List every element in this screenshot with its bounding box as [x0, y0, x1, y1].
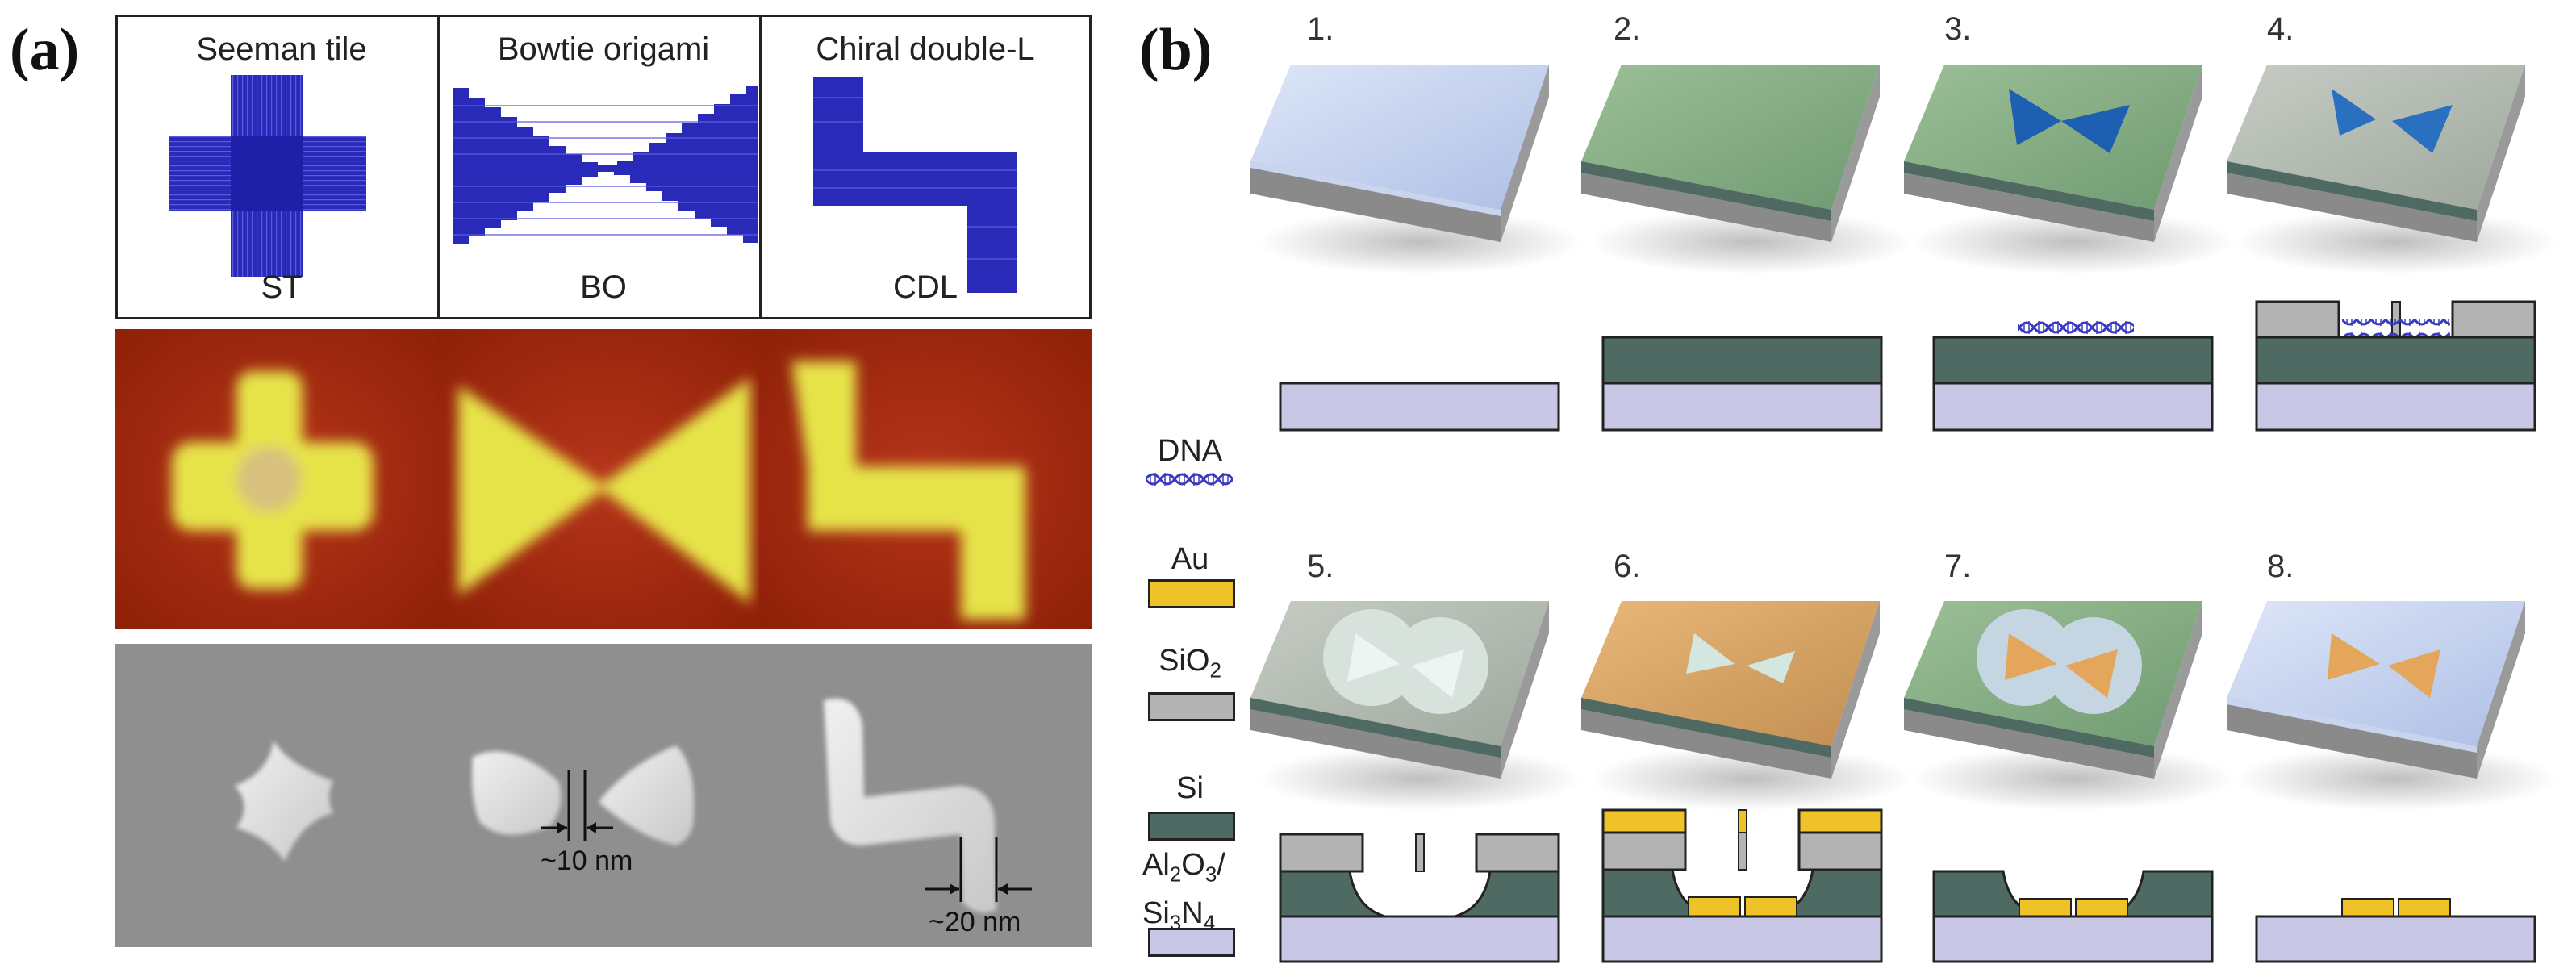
cross-section-step-1 [1279, 382, 1560, 432]
step-number-3: 3. [1944, 11, 1972, 47]
cross-section-step-6 [1601, 808, 1883, 963]
sem-image-bo: ~10 nm [437, 644, 770, 947]
cross-section-step-5 [1279, 833, 1560, 963]
chiral-double-l-shape [813, 77, 1017, 293]
afm-image-bo [437, 329, 770, 629]
box-abbr-st: ST [261, 269, 303, 305]
legend-label-si: Si [1176, 771, 1204, 805]
cross-section-step-8 [2255, 898, 2536, 963]
cross-section-step-7 [1932, 870, 2214, 963]
legend-swatch-si [1148, 812, 1235, 841]
step-number-5: 5. [1307, 549, 1334, 584]
cross-section-step-4 [2255, 300, 2536, 432]
legend-swatch-dna [1146, 472, 1233, 491]
legend-al-sub1: 2 [1169, 862, 1182, 887]
bowtie-origami-shape [453, 86, 758, 244]
box-title-bo: Bowtie origami [497, 31, 710, 67]
step-number-6: 6. [1614, 549, 1641, 584]
legend-slash: / [1217, 848, 1225, 882]
box-title-st: Seeman tile [196, 31, 367, 67]
legend-swatch-sio2 [1148, 692, 1235, 721]
render-step-2 [1581, 65, 1912, 274]
legend-al-text: Al [1142, 848, 1170, 882]
box-title-cdl: Chiral double-L [816, 31, 1035, 67]
step-number-2: 2. [1614, 11, 1641, 47]
legend-label-sio2: SiO2 [1146, 644, 1234, 683]
legend-si3n4-si: Si [1142, 896, 1170, 930]
render-step-6 [1581, 601, 1912, 811]
render-step-7 [1904, 601, 2235, 811]
box-bowtie-origami: Bowtie origami BO [437, 15, 770, 319]
step-number-8: 8. [2267, 549, 2294, 584]
legend-label-substrate: Al2O3/ Si3N4 [1142, 845, 1247, 942]
legend-label-dna: DNA [1157, 434, 1223, 468]
render-step-4 [2227, 65, 2557, 274]
cross-section-step-3 [1932, 318, 2214, 432]
sem-st-shape [115, 644, 448, 947]
sem-cdl-shape [759, 644, 1092, 947]
render-step-1 [1250, 65, 1581, 274]
render-step-3 [1904, 65, 2235, 274]
legend-label-au: Au [1171, 542, 1209, 576]
afm-st-shape [115, 329, 448, 629]
legend-si3n4-n: N [1181, 896, 1204, 930]
legend-al2o3: Al2O3/ [1142, 845, 1247, 894]
panel-b-label: (b) [1139, 17, 1213, 83]
legend-o-text: O [1181, 848, 1205, 882]
measure-label-cdl: ~20 nm [929, 907, 1021, 937]
afm-image-cdl [759, 329, 1092, 629]
sem-image-cdl: ~20 nm [759, 644, 1092, 947]
sem-image-st [115, 644, 448, 947]
box-abbr-bo: BO [580, 269, 627, 305]
render-step-5 [1250, 601, 1581, 811]
sem-bo-shape [437, 644, 770, 947]
step-number-7: 7. [1944, 549, 1972, 584]
legend-sio2-sub: 2 [1209, 658, 1221, 683]
box-seeman-tile: Seeman tile ST [115, 15, 448, 319]
panel-a-label: (a) [10, 17, 80, 83]
legend-swatch-substrate [1148, 928, 1235, 957]
seeman-tile-shape [169, 75, 366, 277]
legend-swatch-au [1148, 579, 1235, 608]
measure-label-bo: ~10 nm [541, 845, 633, 876]
step-number-4: 4. [2267, 11, 2294, 47]
legend-o-sub: 3 [1204, 862, 1217, 887]
box-abbr-cdl: CDL [892, 269, 958, 305]
afm-image-st [115, 329, 448, 629]
legend-sio2-text: SiO [1159, 644, 1210, 678]
afm-cdl-shape [759, 329, 1092, 629]
render-step-8 [2227, 601, 2557, 811]
cross-section-step-2 [1601, 336, 1883, 432]
box-chiral-double-l: Chiral double-L CDL [759, 15, 1092, 319]
afm-bo-shape [437, 329, 770, 629]
step-number-1: 1. [1307, 11, 1334, 47]
